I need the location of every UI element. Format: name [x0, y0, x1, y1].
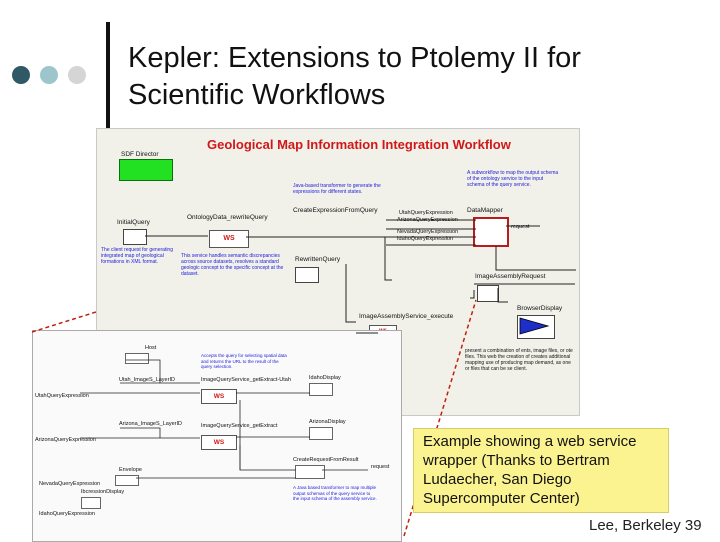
idaho-query-expression-label: IdahoQueryExpression: [39, 511, 95, 517]
workflow-title: Geological Map Information Integration W…: [207, 137, 511, 152]
arizona-query-expression-label: ArizonaQueryExpression: [35, 437, 96, 443]
director-label: SDF Director: [121, 151, 159, 158]
rewritten-query-display[interactable]: [295, 267, 319, 283]
idaho-display-label: IdahoDisplay: [309, 375, 341, 381]
note-semantic-service: This service handles semantic discrepanc…: [181, 253, 284, 277]
note-client-request: The client request for generating integr…: [101, 247, 173, 265]
host-label: Host: [145, 345, 157, 351]
callout-box: Example showing a web service wrapper (T…: [413, 428, 669, 513]
data-mapper-actor[interactable]: [473, 217, 509, 247]
arizona-layer-label: Arizona_ImageS_LayerID: [119, 421, 182, 427]
workflow2-links: [80, 359, 368, 479]
image-query-arizona-label: ImageQueryService_getExtract: [201, 423, 278, 429]
title-divider: [106, 22, 110, 128]
note-image-assembly: present a combination of ents, image fil…: [465, 348, 573, 372]
image-assembly-request-label: ImageAssemblyRequest: [475, 273, 546, 280]
slide-credit: Lee, Berkeley 39: [589, 517, 702, 534]
slide-title-line1: Kepler: Extensions to Ptolemy II for: [128, 42, 581, 74]
rewritten-query-label: RewrittenQuery: [295, 256, 341, 263]
slide-title: Kepler: Extensions to Ptolemy II for Sci…: [128, 40, 708, 114]
bullet-dot-dark: [12, 66, 30, 84]
arizona-display-label: ArizonaDisplay: [309, 419, 346, 425]
data-mapper-label: DataMapper: [467, 207, 503, 214]
image-query-utah-label: ImageQueryService_getExtract-Utah: [201, 377, 291, 383]
utah-ws-actor[interactable]: WS: [201, 389, 237, 404]
initial-query-actor[interactable]: [123, 229, 147, 245]
bullet-dot-light: [68, 66, 86, 84]
note-java-mapper: A Java based transformer to map multiple…: [293, 485, 377, 501]
utah-layer-label: Utah_ImageS_LayerID: [119, 377, 175, 383]
ontology-ws-actor[interactable]: WS: [209, 230, 249, 248]
request-output-label: request: [371, 464, 390, 470]
ib-display-actor[interactable]: [81, 497, 101, 509]
zoom-guide-right: [403, 299, 477, 537]
zoom-guide-left: [31, 311, 97, 333]
note-accept-query: Accepts the query for selecting spatial …: [201, 353, 287, 369]
callout-text: Example showing a web service wrapper (T…: [423, 433, 637, 507]
slide-title-line2: Scientific Workflows: [128, 79, 386, 111]
envelope-actor[interactable]: [115, 475, 139, 486]
image-query-workflow-canvas[interactable]: Host Accepts the query for selecting spa…: [32, 330, 402, 542]
browser-display-label: BrowserDisplay: [517, 305, 563, 312]
arizona-ws-actor[interactable]: WS: [201, 435, 237, 450]
utah-query-expression-label: UtahQueryExpression: [35, 393, 89, 399]
port-idaho: IdahoQueryExpression: [397, 236, 453, 242]
workflow1-links: [145, 219, 576, 334]
sdf-director[interactable]: [119, 159, 173, 181]
note-subworkflow: A subworkflow to map the output schema o…: [467, 170, 559, 188]
host-actor[interactable]: [125, 353, 149, 364]
bullet-dot-mid: [40, 66, 58, 84]
image-assembly-service-label: ImageAssemblyService_execute: [359, 313, 454, 320]
create-expression-label: CreateExpressionFromQuery: [293, 207, 378, 214]
port-nevada: NevadaQueryExpression: [397, 229, 459, 235]
arizona-display-actor[interactable]: [309, 427, 333, 440]
create-request-label: CreateRequestFromResult: [293, 457, 359, 463]
create-request-actor[interactable]: [295, 465, 325, 479]
note-java-transformer: Java-based transformer to generate the e…: [293, 183, 381, 195]
ontology-label: OntologyData_rewriteQuery: [187, 214, 268, 221]
envelope-label: Envelope: [119, 467, 142, 473]
ib-display-label: IbcressionDisplay: [81, 489, 125, 495]
idaho-display-actor[interactable]: [309, 383, 333, 396]
initial-query-label: InitialQuery: [117, 219, 150, 226]
port-utah: UtahQueryExpression: [399, 210, 453, 216]
request-port-label: request: [511, 224, 530, 230]
nevada-query-expression-label: NevadaQueryExpression: [39, 481, 101, 487]
browser-arrow-icon: [519, 317, 550, 335]
